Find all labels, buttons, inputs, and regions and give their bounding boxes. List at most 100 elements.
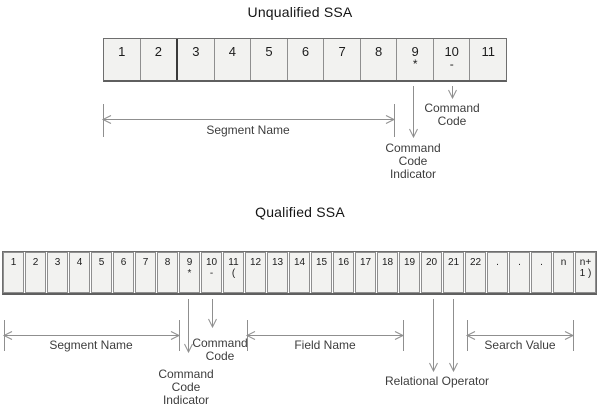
ssa-cell: 4 — [69, 252, 90, 293]
cell-number: n+ — [579, 257, 592, 268]
ssa-cell: 15 — [311, 252, 332, 293]
ssa-cell: 7 — [135, 252, 156, 293]
cell-number: 4 — [228, 44, 237, 59]
ssa-cell: 22 — [465, 252, 486, 293]
ssa-cell: 1 — [3, 252, 24, 293]
cell-number: 4 — [76, 257, 83, 268]
cell-number: 21 — [447, 257, 460, 268]
cell-number: 6 — [120, 257, 127, 268]
unqualified-cc-arrow — [448, 86, 457, 100]
qualified-cci-arrow — [184, 299, 193, 354]
qualified-field-name-label: Field Name — [294, 338, 356, 352]
unqualified-segment-name-label: Segment Name — [206, 123, 290, 137]
cell-number: 9 — [411, 44, 419, 59]
ssa-cell: 18 — [377, 252, 398, 293]
cell-number: 2 — [154, 44, 162, 59]
ssa-cell: 16 — [333, 252, 354, 293]
cell-symbol: * — [187, 268, 192, 279]
ssa-cell: 3 — [178, 39, 215, 80]
ssa-cell: n — [553, 252, 574, 293]
cell-number: 1 — [10, 257, 17, 268]
qualified-segment-name-label: Segment Name — [49, 338, 133, 352]
ssa-cell: . — [487, 252, 508, 293]
qualified-cc-arrow — [208, 299, 217, 329]
unqualified-ssa-title: Unqualified SSA — [247, 4, 353, 20]
ssa-cell: 5 — [91, 252, 112, 293]
ssa-cell: 10- — [433, 39, 471, 80]
cell-number: 18 — [381, 257, 394, 268]
cell-number: 8 — [164, 257, 171, 268]
ssa-cell: 20 — [421, 252, 442, 293]
ssa-cell: 19 — [399, 252, 420, 293]
cell-number: 20 — [425, 257, 438, 268]
ssa-cell: 2 — [140, 39, 179, 80]
ssa-cell: 12 — [245, 252, 266, 293]
cell-number: 14 — [293, 257, 306, 268]
ssa-cell: 17 — [355, 252, 376, 293]
cell-number: 15 — [315, 257, 328, 268]
qualified-command-code-indicator-label: Command Code Indicator — [158, 367, 214, 407]
cell-number: 22 — [469, 257, 482, 268]
cell-number: . — [540, 257, 543, 268]
unqualified-cci-arrow — [409, 86, 418, 139]
ssa-cell: 8 — [157, 252, 178, 293]
cell-number: 5 — [98, 257, 105, 268]
unqualified-command-code-label: Command Code — [424, 101, 480, 128]
cell-number: 16 — [337, 257, 350, 268]
ssa-cell: 14 — [289, 252, 310, 293]
qualified-relational-operator-label: Relational Operator — [384, 374, 490, 388]
cell-number: 5 — [265, 44, 273, 59]
cell-number: 9 — [186, 257, 193, 268]
cell-number: 10 — [205, 257, 218, 268]
ssa-cell: . — [509, 252, 530, 293]
cell-number: 7 — [142, 257, 149, 268]
cell-symbol: ( — [231, 268, 236, 279]
cell-number: 11 — [481, 44, 495, 59]
ssa-cell: . — [531, 252, 552, 293]
ssa-cell: 9* — [179, 252, 200, 293]
unqualified-command-code-indicator-label: Command Code Indicator — [385, 141, 441, 181]
ssa-cell: 2 — [25, 252, 46, 293]
ssa-cell: n+1 ) — [575, 252, 596, 293]
ssa-cell: 8 — [360, 39, 398, 80]
ssa-cell: 6 — [113, 252, 134, 293]
ssa-cell: 3 — [47, 252, 68, 293]
cell-number: 12 — [249, 257, 262, 268]
cell-symbol: 1 ) — [579, 268, 592, 279]
cell-symbol: - — [209, 268, 214, 279]
qualified-command-code-label: Command Code — [192, 336, 248, 363]
ssa-cell: 4 — [214, 39, 252, 80]
cell-number: . — [518, 257, 521, 268]
ssa-cell: 10- — [201, 252, 222, 293]
cell-number: . — [496, 257, 499, 268]
cell-number: 17 — [359, 257, 372, 268]
ssa-cell: 1 — [104, 39, 141, 80]
ssa-cell: 21 — [443, 252, 464, 293]
cell-number: 11 — [228, 257, 239, 268]
qualified-ssa-title: Qualified SSA — [255, 204, 345, 220]
cell-symbol: - — [449, 57, 454, 71]
cell-number: 1 — [118, 44, 126, 59]
cell-number: 3 — [192, 44, 200, 59]
qualified-search-value-label: Search Value — [484, 338, 556, 352]
qualified-relational-operator-arrows — [429, 299, 458, 373]
ssa-cell: 11( — [223, 252, 244, 293]
cell-number: 6 — [301, 44, 310, 59]
cell-symbol: * — [412, 57, 418, 71]
cell-number: 13 — [271, 257, 284, 268]
cell-number: 10 — [444, 44, 459, 59]
ssa-cell: 11 — [470, 39, 507, 80]
cell-number: 2 — [32, 257, 39, 268]
ssa-cell: 13 — [267, 252, 288, 293]
ssa-cell: 5 — [251, 39, 288, 80]
ssa-cell: 7 — [324, 39, 361, 80]
cell-number: 7 — [338, 44, 346, 59]
cell-number: 8 — [374, 44, 383, 59]
cell-number: 19 — [403, 257, 416, 268]
ssa-cell: 6 — [287, 39, 325, 80]
ssa-cell: 9* — [397, 39, 434, 80]
cell-number: n — [560, 257, 567, 268]
